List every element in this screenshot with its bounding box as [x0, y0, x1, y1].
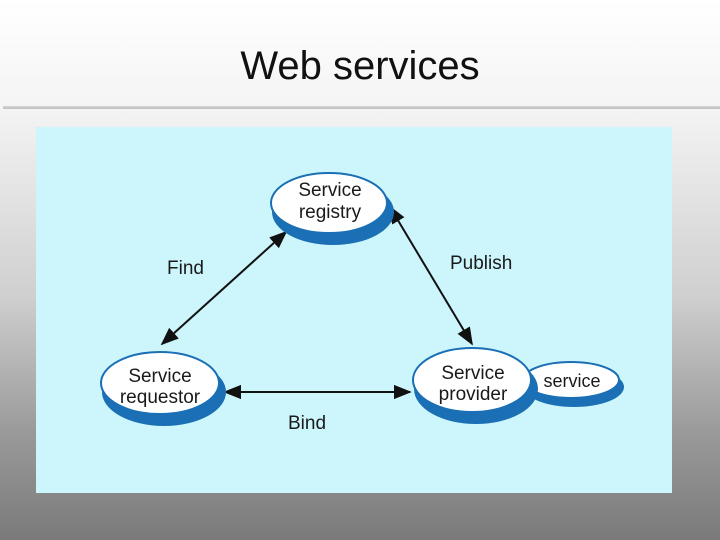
service-registry-label-line2: registry: [299, 202, 362, 223]
service-provider-node: Service provider: [412, 347, 538, 424]
service-provider-label-line2: provider: [439, 384, 508, 405]
service-requestor-node: Service requestor: [100, 351, 226, 426]
service-requestor-label-line2: requestor: [120, 387, 201, 408]
service-component-node: service: [522, 361, 624, 407]
service-provider-label-line1: Service: [441, 363, 504, 384]
publish-arrow: [389, 205, 473, 346]
title-divider: [3, 106, 720, 109]
slide-title: Web services: [240, 44, 480, 88]
find-arrow: [160, 230, 288, 346]
publish-label: Publish: [450, 253, 512, 274]
service-registry-node: Service registry: [270, 172, 394, 245]
service-registry-label-line1: Service: [298, 180, 361, 201]
find-label: Find: [167, 258, 204, 279]
bind-label: Bind: [288, 413, 326, 434]
service-requestor-label-line1: Service: [128, 366, 191, 387]
service-component-label: service: [543, 371, 600, 391]
